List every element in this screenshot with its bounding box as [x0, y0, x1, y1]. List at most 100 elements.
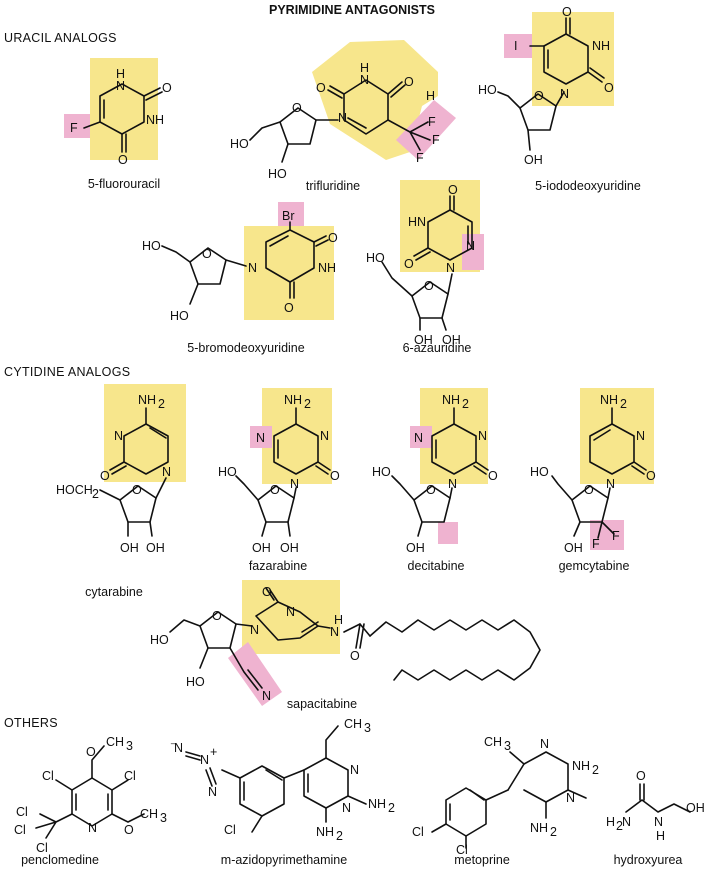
svg-text:HOCH: HOCH — [56, 483, 93, 497]
svg-text:NH: NH — [592, 39, 610, 53]
svg-text:2: 2 — [592, 763, 599, 777]
svg-text:2: 2 — [304, 397, 311, 411]
figure-title: PYRIMIDINE ANTAGONISTS — [269, 3, 435, 17]
svg-text:O: O — [100, 469, 110, 483]
svg-text:O: O — [162, 81, 172, 95]
svg-text:N: N — [360, 73, 369, 87]
svg-text:O: O — [270, 483, 280, 497]
svg-text:O: O — [448, 183, 458, 197]
label-5-fluorouracil: 5-fluorouracil — [88, 177, 160, 191]
svg-text:O: O — [328, 231, 338, 245]
svg-text:F: F — [416, 151, 424, 165]
svg-text:O: O — [212, 609, 222, 623]
label-cytarabine: cytarabine — [85, 585, 143, 599]
svg-text:3: 3 — [364, 721, 371, 735]
svg-text:N: N — [606, 477, 615, 491]
svg-text:NH: NH — [600, 393, 618, 407]
label-penclomedine: penclomedine — [21, 853, 99, 867]
svg-text:2: 2 — [462, 397, 469, 411]
section-cytidine-analogs: CYTIDINE ANALOGS — [4, 365, 130, 379]
svg-text:N: N — [262, 689, 271, 703]
svg-text:F: F — [612, 529, 620, 543]
svg-text:N: N — [208, 785, 217, 799]
svg-text:N: N — [338, 111, 347, 125]
svg-text:OH: OH — [524, 153, 543, 167]
svg-text:N: N — [250, 623, 259, 637]
svg-text:NH: NH — [138, 393, 156, 407]
svg-text:HO: HO — [366, 251, 385, 265]
label-decitabine: decitabine — [408, 559, 465, 573]
svg-text:H: H — [360, 61, 369, 75]
modification-highlight — [250, 426, 272, 448]
svg-text:N: N — [200, 753, 209, 767]
svg-text:NH: NH — [442, 393, 460, 407]
svg-text:CH: CH — [106, 735, 124, 749]
modification-highlight — [396, 100, 456, 160]
svg-text:H: H — [116, 67, 125, 81]
svg-text:O: O — [404, 75, 414, 89]
svg-text:N: N — [622, 815, 631, 829]
svg-text:2: 2 — [92, 487, 99, 501]
svg-text:CH: CH — [140, 807, 158, 821]
svg-text:O: O — [584, 483, 594, 497]
svg-text:Br: Br — [282, 209, 295, 223]
svg-text:H: H — [606, 815, 615, 829]
svg-text:HO: HO — [230, 137, 249, 151]
base-highlight — [532, 12, 614, 106]
svg-text:NH: NH — [318, 261, 336, 275]
svg-text:HO: HO — [142, 239, 161, 253]
base-highlight — [244, 226, 334, 320]
svg-text:HN: HN — [408, 215, 426, 229]
label-sapacitabine: sapacitabine — [287, 697, 357, 711]
svg-text:Cl: Cl — [16, 805, 28, 819]
svg-text:Cl: Cl — [456, 843, 468, 857]
structure-6-azauridine: O HN O N N HO OH OH O 6-azauridine — [366, 180, 484, 355]
svg-text:NH: NH — [368, 797, 386, 811]
label-6-azauridine: 6-azauridine — [403, 341, 472, 355]
svg-text:N: N — [448, 477, 457, 491]
svg-text:CH: CH — [344, 717, 362, 731]
svg-text:O: O — [262, 585, 272, 599]
structure-sapacitabine: O N N NH O HO HO N O sapacitabine — [150, 580, 541, 711]
modification-highlight — [590, 520, 624, 550]
svg-text:O: O — [488, 469, 498, 483]
svg-text:N: N — [256, 431, 265, 445]
svg-text:H: H — [426, 89, 435, 103]
label-metoprine: metoprine — [454, 853, 510, 867]
svg-text:N: N — [636, 429, 645, 443]
svg-text:HO: HO — [268, 167, 287, 181]
svg-text:O: O — [350, 649, 360, 663]
label-gemcytabine: gemcytabine — [559, 559, 630, 573]
svg-text:2: 2 — [388, 801, 395, 815]
modification-highlight-deoxy — [438, 522, 458, 544]
section-uracil-analogs: URACIL ANALOGS — [4, 31, 117, 45]
svg-text:N: N — [320, 429, 329, 443]
svg-text:H: H — [334, 613, 343, 627]
svg-text:O: O — [292, 101, 302, 115]
svg-text:O: O — [316, 81, 326, 95]
structure-5-fluorouracil: HN O NH O F 5-fluorouracil — [64, 58, 172, 191]
svg-text:N: N — [116, 79, 125, 93]
svg-text:N: N — [560, 87, 569, 101]
svg-text:F: F — [428, 115, 436, 129]
base-highlight — [242, 580, 340, 654]
svg-text:Cl: Cl — [42, 769, 54, 783]
svg-text:O: O — [202, 247, 212, 261]
svg-text:CH: CH — [484, 735, 502, 749]
svg-text:Cl: Cl — [14, 823, 26, 837]
svg-text:I: I — [514, 39, 517, 53]
section-others: OTHERS — [4, 716, 58, 730]
svg-text:2: 2 — [550, 825, 557, 839]
svg-text:O: O — [534, 89, 544, 103]
svg-text:O: O — [636, 769, 646, 783]
svg-text:N: N — [540, 737, 549, 751]
svg-text:N: N — [414, 431, 423, 445]
svg-text:Cl: Cl — [124, 769, 136, 783]
svg-text:N: N — [342, 801, 351, 815]
